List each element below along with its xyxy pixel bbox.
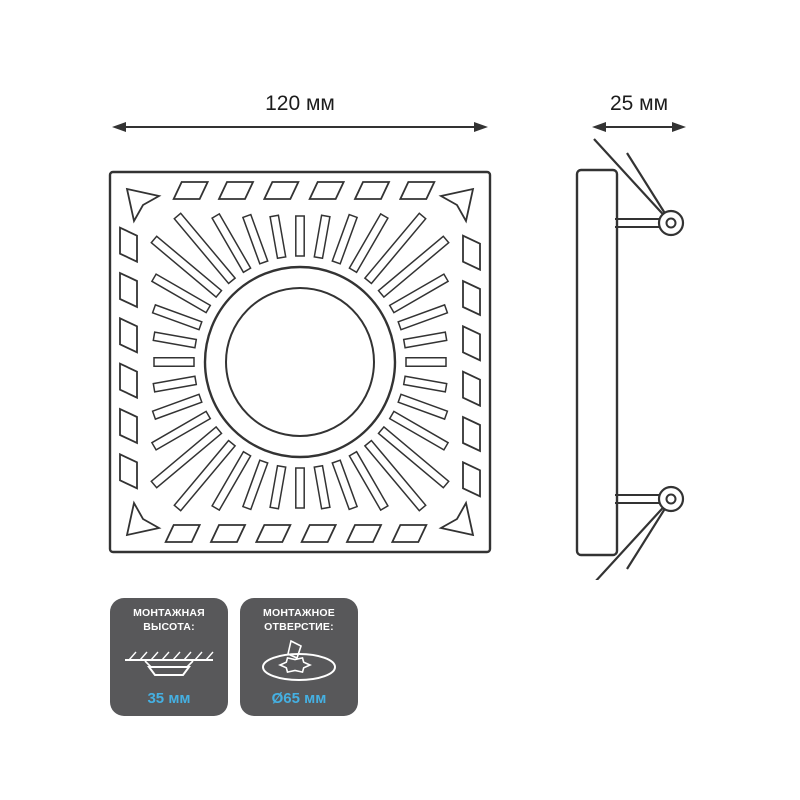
spec-badges: МОНТАЖНАЯ ВЫСОТА: 35 мм МОНТАЖНОЕ ОТВЕРС… — [110, 598, 358, 716]
mounting-height-badge: МОНТАЖНАЯ ВЫСОТА: 35 мм — [110, 598, 228, 716]
top-spring-clip — [593, 138, 685, 237]
mounting-hole-badge: МОНТАЖНОЕ ОТВЕРСТИЕ: Ø65 мм — [240, 598, 358, 716]
plate-front-view — [108, 170, 492, 554]
perimeter-slots — [119, 181, 481, 543]
dimension-arrows — [112, 122, 686, 132]
front-width-label: 120 мм — [265, 92, 335, 115]
lamp-opening-inner-ring — [225, 287, 375, 437]
ray-slots — [150, 212, 450, 512]
mounting-hole-title: МОНТАЖНОЕ ОТВЕРСТИЕ: — [263, 607, 335, 634]
mounting-hole-title-line1: МОНТАЖНОЕ — [263, 607, 335, 619]
plate-side-view — [575, 138, 685, 580]
mounting-hole-title-line2: ОТВЕРСТИЕ: — [264, 620, 334, 633]
mounting-height-value: 35 мм — [147, 690, 191, 707]
bottom-spring-clip — [595, 485, 685, 580]
mounting-height-title-line1: МОНТАЖНАЯ — [133, 607, 205, 619]
side-depth-label: 25 мм — [609, 92, 669, 115]
cutout-hole-icon — [262, 640, 336, 682]
mounting-height-title: МОНТАЖНАЯ ВЫСОТА: — [133, 607, 205, 634]
technical-drawing — [108, 122, 686, 580]
mounting-height-title-line2: ВЫСОТА: — [143, 620, 195, 633]
mounting-height-icon — [125, 651, 214, 677]
mounting-hole-value: Ø65 мм — [271, 690, 327, 707]
